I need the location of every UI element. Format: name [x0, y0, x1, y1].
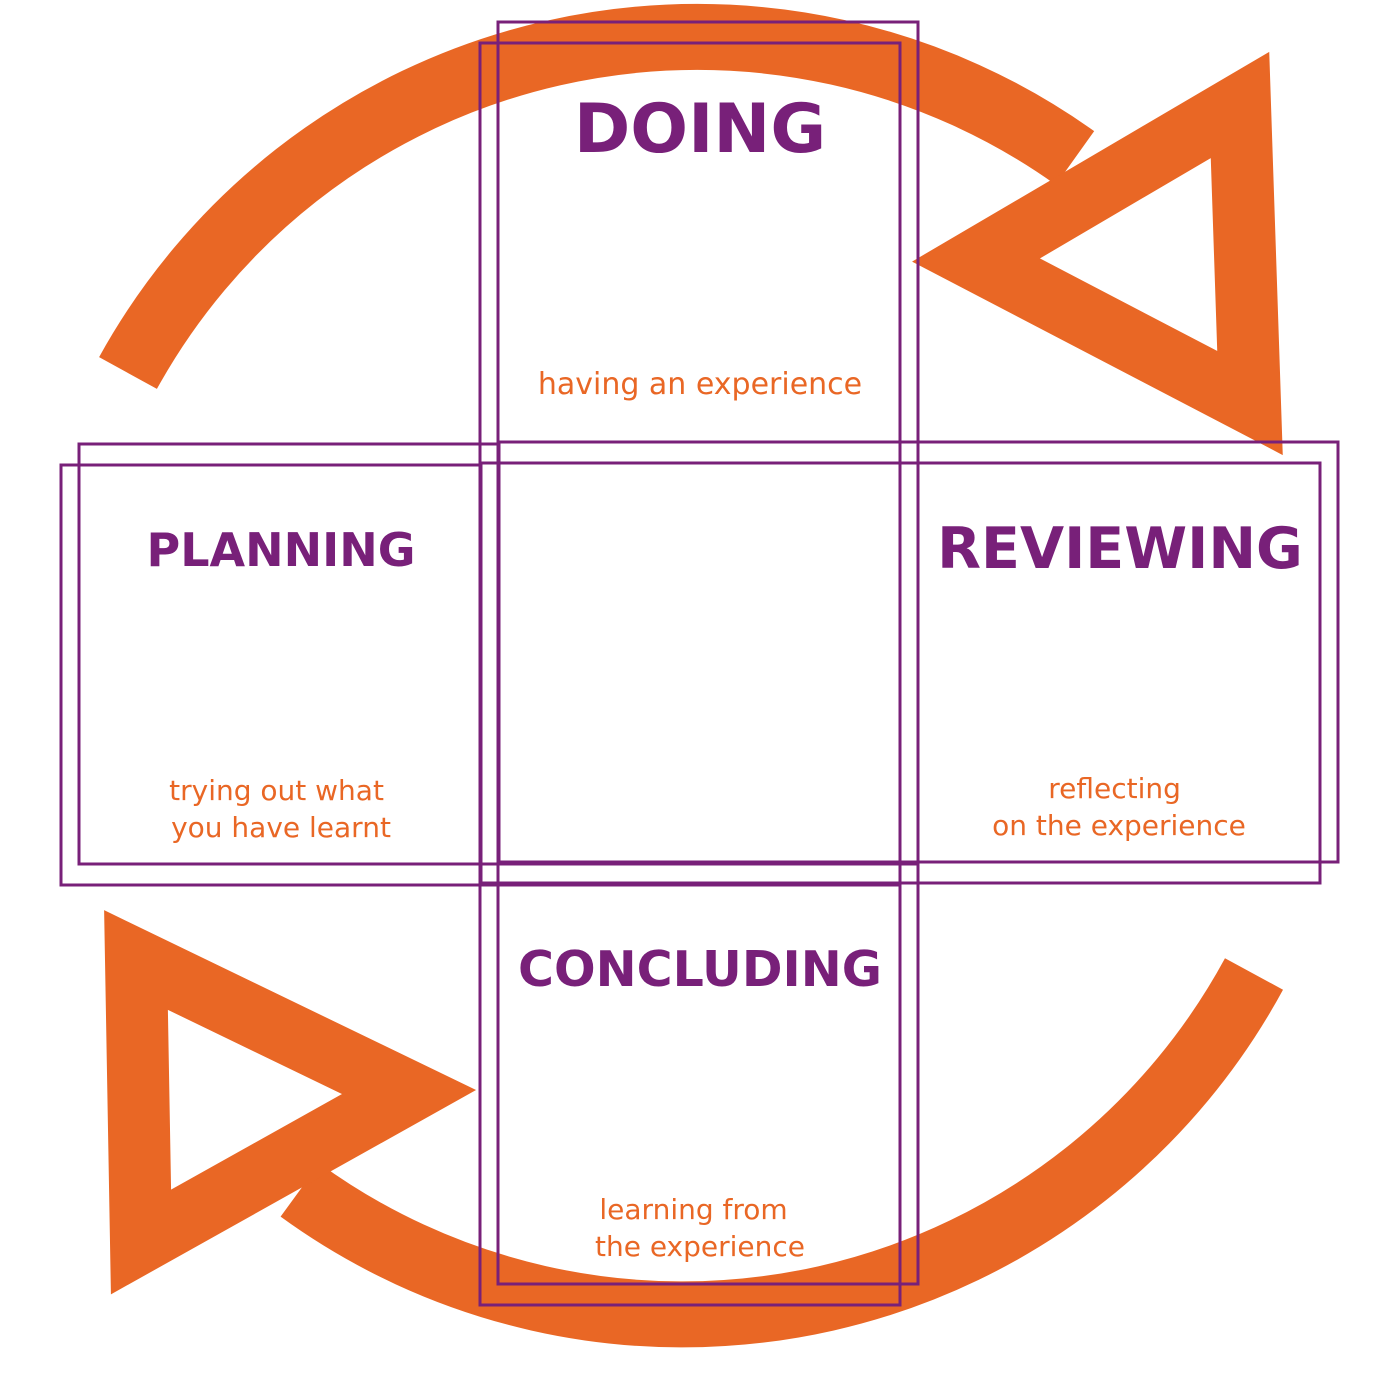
- stage-description-concluding: learning from the experience: [595, 1193, 805, 1263]
- frame-reviewing-inner: [898, 461, 1322, 885]
- frame-concluding-outer: [496, 862, 920, 1286]
- stage-description-planning: trying out what you have learnt: [169, 774, 393, 844]
- stage-title-doing: DOING: [574, 90, 826, 169]
- stage-description-planning-line-1: trying out what: [169, 774, 384, 807]
- stage-descriptions: having an experience reflecting on the e…: [169, 367, 1246, 1263]
- cycle-arrowhead-bottom-left: [104, 910, 477, 1295]
- stage-title-concluding: CONCLUDING: [518, 941, 882, 998]
- cycle-arc-bottom: [280, 958, 1284, 1348]
- stage-description-reviewing-line-1: reflecting: [1048, 772, 1181, 805]
- cross-frames: [59, 20, 1340, 1307]
- stage-description-doing: having an experience: [538, 367, 862, 402]
- cycle-arc-top: [99, 3, 1095, 389]
- stage-titles: DOING REVIEWING CONCLUDING PLANNING: [147, 90, 1303, 998]
- cycle-arrows: [99, 3, 1284, 1348]
- frame-center-inner: [478, 461, 902, 885]
- cycle-arrowhead-top-right: [912, 51, 1283, 456]
- stage-title-planning: PLANNING: [147, 523, 416, 577]
- stage-title-reviewing: REVIEWING: [937, 516, 1303, 582]
- stage-description-reviewing-line-2: on the experience: [992, 809, 1246, 842]
- frame-planning-outer: [77, 442, 501, 866]
- frame-planning-inner: [59, 463, 483, 887]
- frame-concluding-inner: [478, 883, 902, 1307]
- stage-description-concluding-line-1: learning from: [599, 1193, 787, 1226]
- frame-reviewing-outer: [916, 440, 1340, 864]
- stage-description-concluding-line-2: the experience: [595, 1230, 805, 1263]
- stage-description-planning-line-2: you have learnt: [171, 811, 391, 844]
- stage-description-doing-line-1: having an experience: [538, 367, 862, 402]
- stage-description-reviewing: reflecting on the experience: [992, 772, 1246, 842]
- frame-center-outer: [496, 440, 920, 864]
